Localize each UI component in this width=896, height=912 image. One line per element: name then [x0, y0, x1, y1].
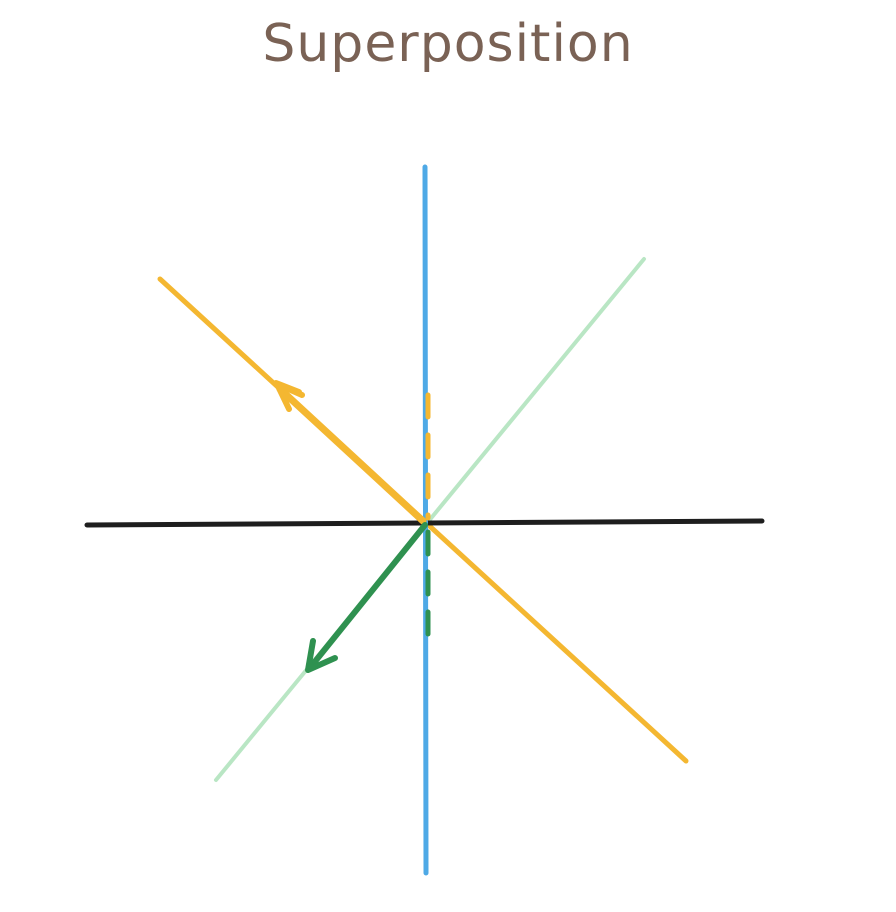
page-title: Superposition [262, 14, 634, 74]
arrowhead-icon [274, 381, 305, 412]
green-vector-arrow [306, 522, 428, 672]
arrowhead-icon [305, 638, 338, 673]
orange-vector-arrow [276, 385, 427, 525]
